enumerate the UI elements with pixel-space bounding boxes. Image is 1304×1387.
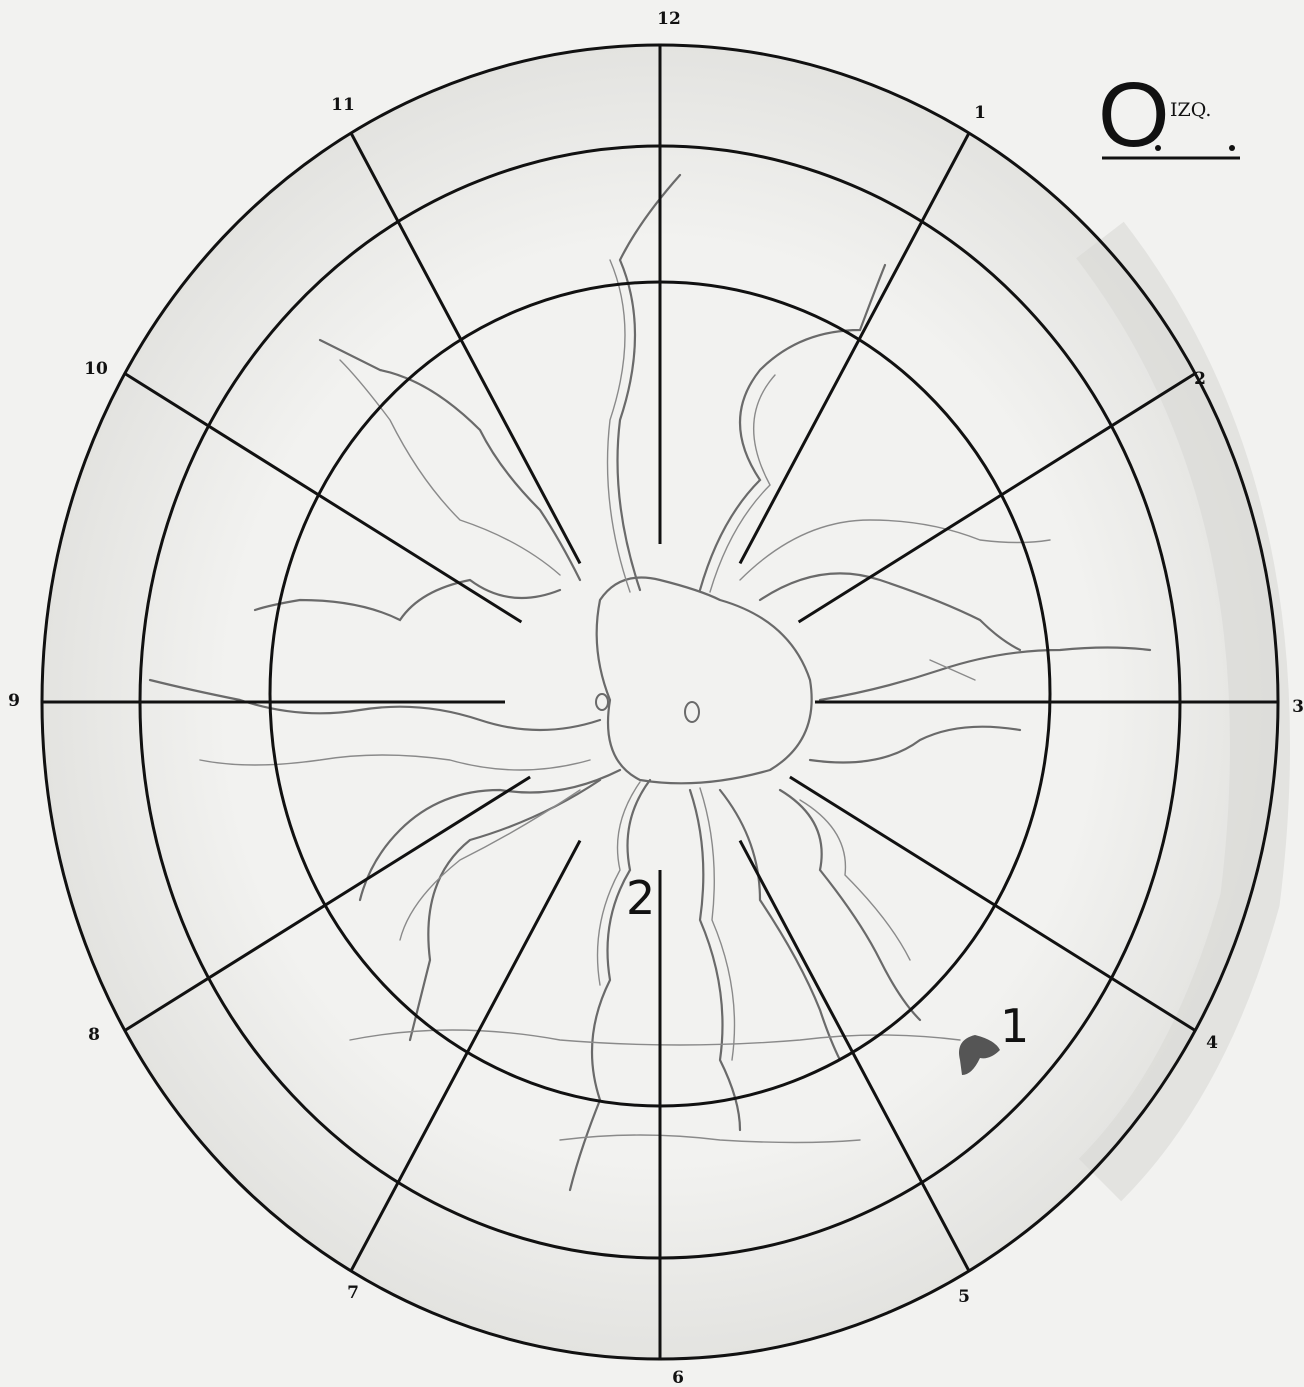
eye-side-label: IZQ.: [1170, 99, 1211, 121]
clock-label-8: 8: [88, 1025, 100, 1045]
clock-label-6: 6: [672, 1368, 684, 1387]
clock-label-10: 10: [84, 359, 108, 379]
clock-label-7: 7: [347, 1283, 359, 1303]
marker-2: 2: [626, 871, 655, 925]
clock-label-3: 3: [1292, 697, 1304, 717]
clock-label-9: 9: [8, 691, 20, 711]
clock-label-2: 2: [1194, 369, 1206, 389]
clock-label-5: 5: [958, 1287, 970, 1307]
clock-label-1: 1: [974, 103, 986, 123]
marker-1: 1: [1000, 999, 1029, 1053]
eye-indicator: O IZQ.: [1098, 64, 1240, 166]
clock-label-4: 4: [1206, 1033, 1218, 1053]
clock-label-12: 12: [657, 9, 681, 29]
clock-label-11: 11: [331, 95, 355, 115]
